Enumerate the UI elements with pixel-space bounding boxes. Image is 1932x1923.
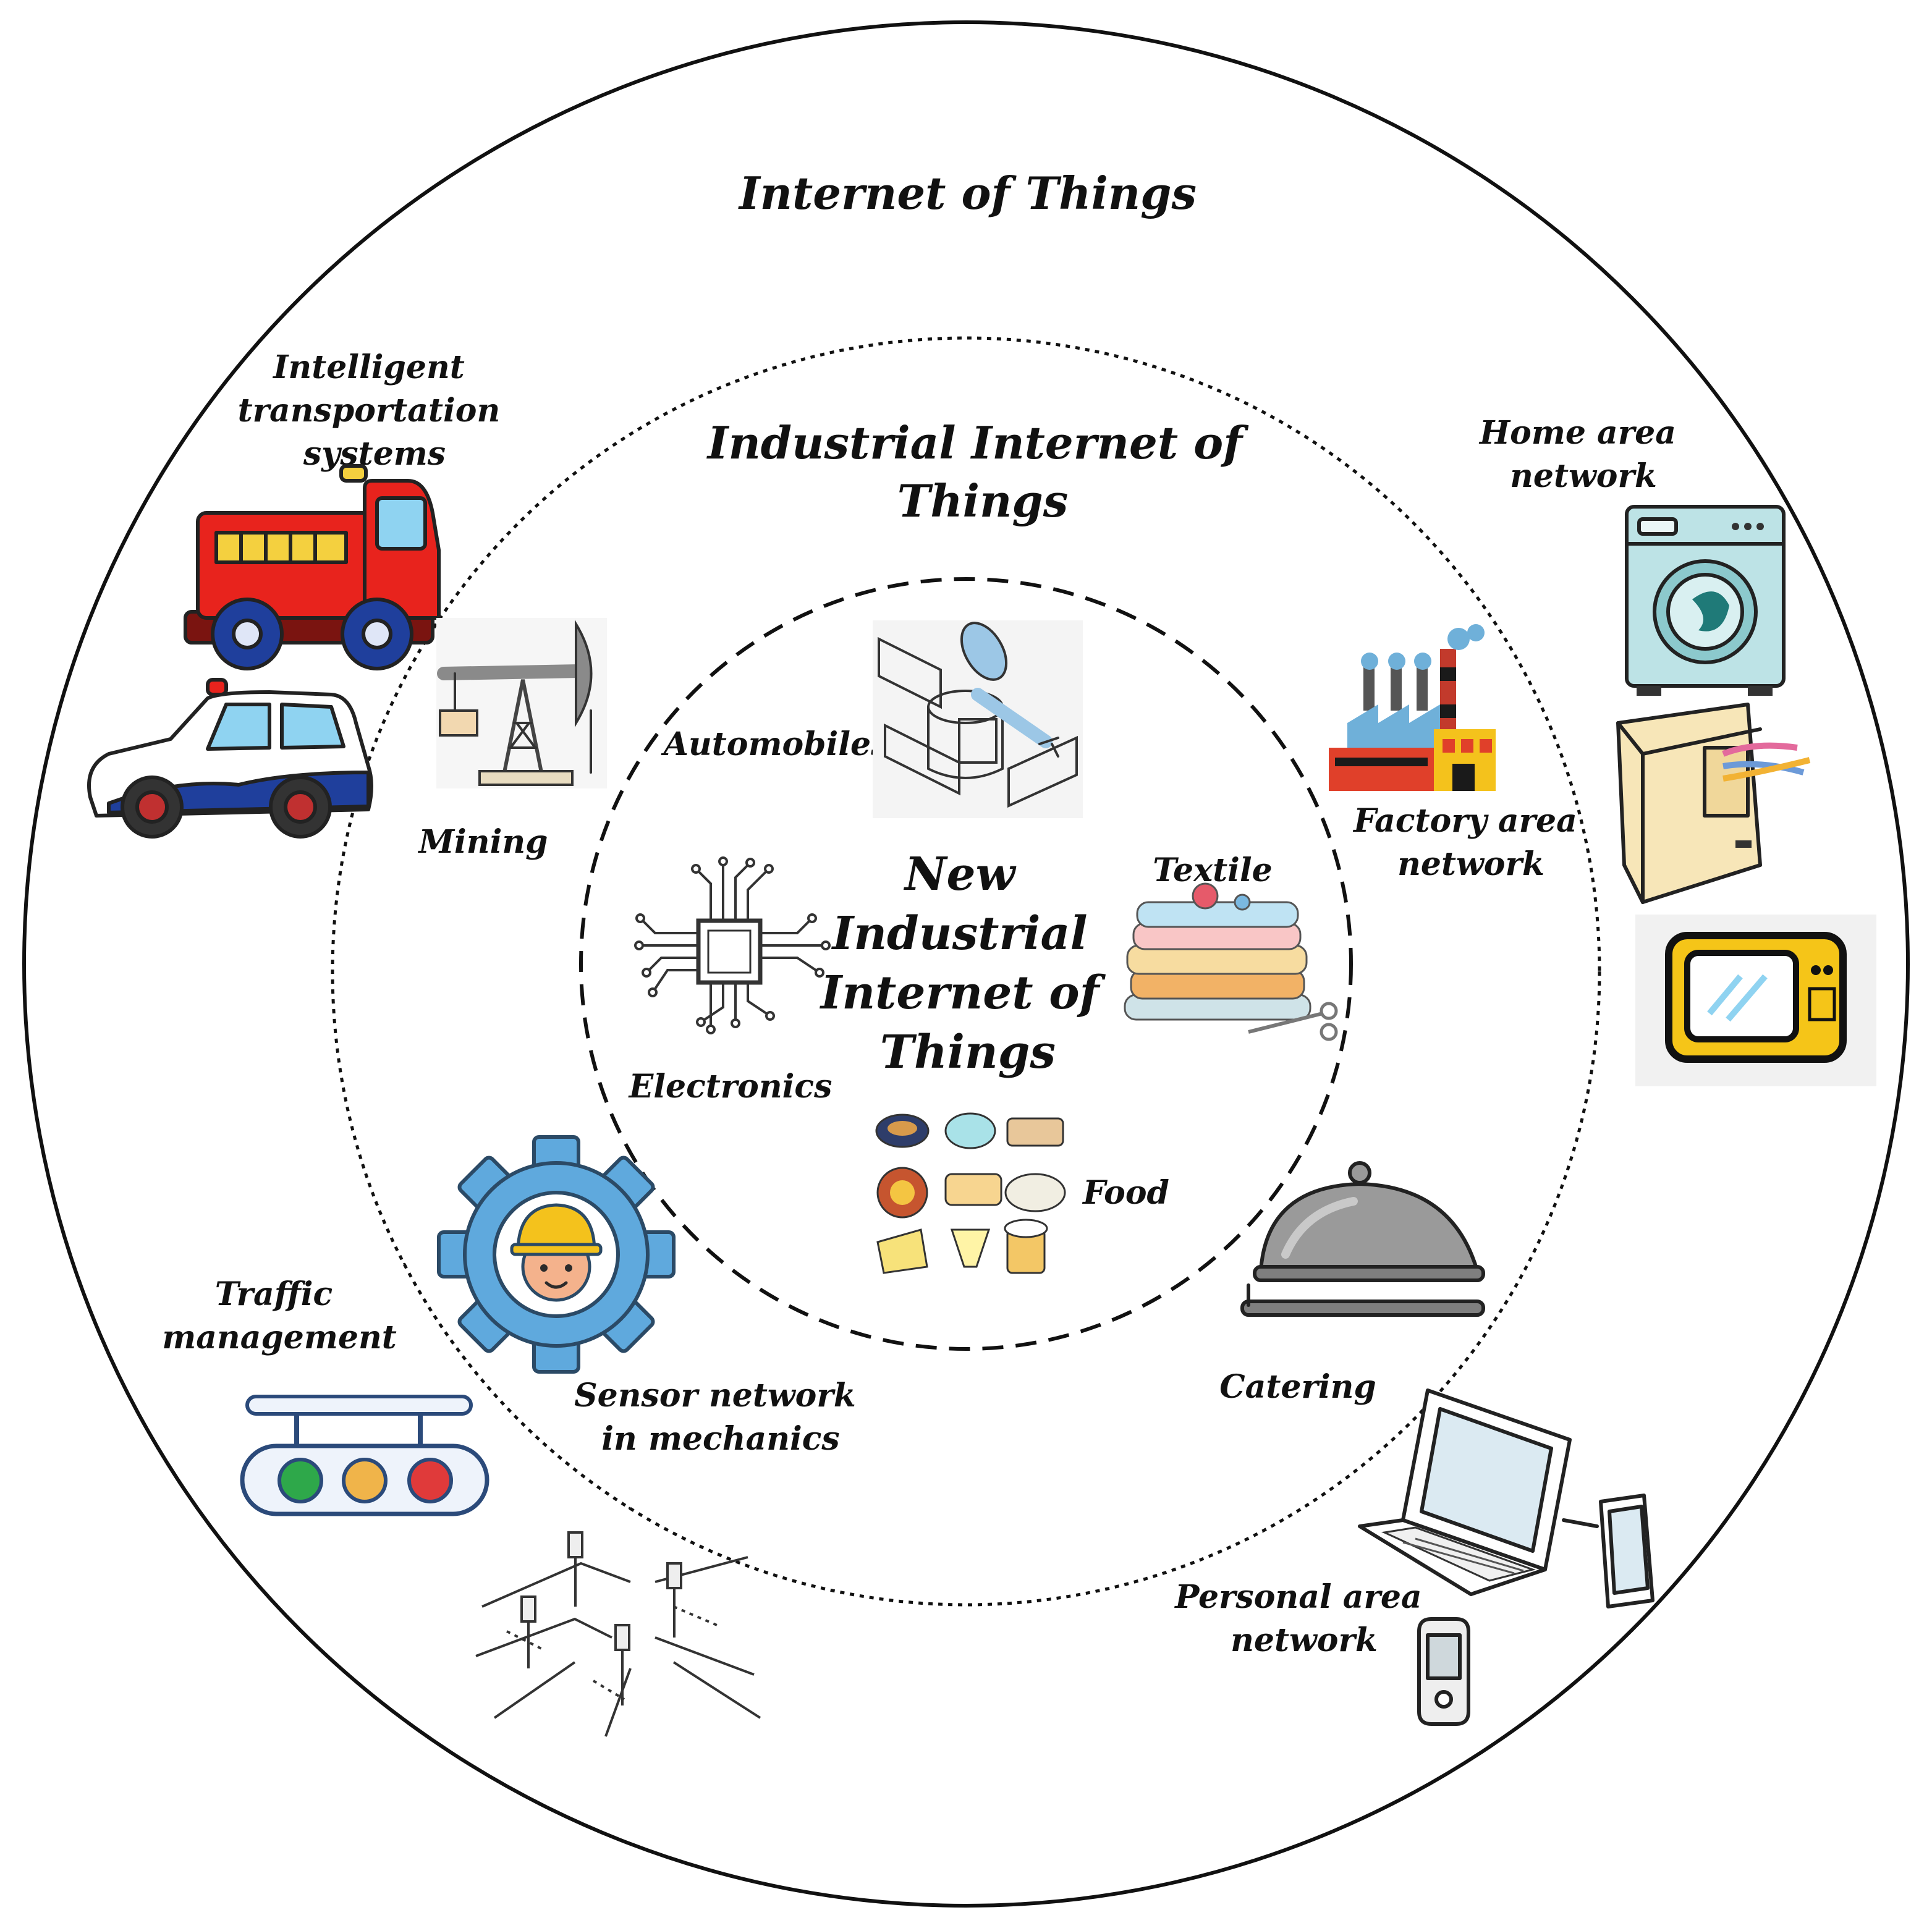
label-mining: Mining — [417, 823, 548, 861]
label-electronics: Electronics — [628, 1068, 833, 1105]
intersection-sketch-icon — [475, 1531, 761, 1737]
its-line-1: Intelligent — [272, 349, 465, 386]
label-factory-area-network: Factory area network — [1352, 802, 1588, 883]
label-sensor-network: Sensor network in mechanics — [574, 1377, 867, 1458]
laptop-icon — [1358, 1388, 1572, 1596]
outer-ring — [22, 20, 1910, 1908]
cloche-icon — [1240, 1161, 1485, 1317]
inner-ring-title-line-2: Industrial — [831, 907, 1088, 960]
label-personal-area-network: Personal area network — [1174, 1578, 1433, 1659]
fire-truck-icon — [184, 464, 441, 670]
label-home-area-network: Home area network — [1478, 414, 1687, 495]
label-traffic-management: Traffic management — [162, 1275, 397, 1356]
worker-gear-icon — [437, 1135, 676, 1374]
food-dishes-icon — [875, 1112, 1066, 1274]
outer-ring-title: Internet of Things — [738, 167, 1197, 219]
traffic-light-icon — [240, 1395, 489, 1516]
inner-ring — [579, 577, 1353, 1351]
middle-ring-title-line-2: Things — [897, 475, 1069, 527]
textile-stack-icon — [1124, 882, 1338, 1041]
middle-ring — [331, 336, 1601, 1607]
label-catering: Catering — [1219, 1368, 1376, 1406]
robot-arm-icon — [873, 620, 1083, 818]
tv-icon — [1635, 915, 1876, 1086]
personal-line-2: network — [1231, 1621, 1378, 1659]
factory-line-1: Factory area — [1352, 802, 1577, 840]
washing-machine-icon — [1625, 505, 1786, 696]
inner-ring-title: New Industrial Internet of Things — [820, 848, 1115, 1079]
police-car-icon — [87, 678, 373, 839]
label-automobiles: Automobiles — [661, 725, 889, 763]
its-line-3: systems — [303, 435, 446, 473]
inner-ring-title-line-1: New — [904, 848, 1017, 901]
phone-icon — [1417, 1617, 1470, 1726]
middle-ring-title: Industrial Internet of Things — [706, 416, 1258, 527]
label-food: Food — [1082, 1174, 1169, 1212]
label-intelligent-transportation: Intelligent transportation systems — [238, 349, 512, 473]
personal-line-1: Personal area — [1174, 1578, 1421, 1616]
factory-line-2: network — [1397, 845, 1544, 883]
factory-icon — [1329, 624, 1496, 791]
fridge-icon — [1616, 703, 1811, 904]
inner-ring-title-line-3: Internet of — [820, 966, 1106, 1020]
its-line-2: transportation — [238, 392, 501, 429]
home-line-1: Home area — [1478, 414, 1676, 452]
sensor-line-1: Sensor network — [574, 1377, 856, 1414]
traffic-line-1: Traffic — [215, 1275, 333, 1313]
tablet-icon — [1562, 1494, 1654, 1608]
pumpjack-icon — [436, 618, 607, 788]
inner-ring-title-line-4: Things — [880, 1026, 1056, 1079]
label-textile: Textile — [1153, 852, 1272, 889]
circuit-chip-icon — [634, 856, 831, 1034]
sensor-line-2: in mechanics — [601, 1420, 839, 1458]
traffic-line-2: management — [162, 1319, 397, 1356]
home-line-2: network — [1510, 457, 1657, 495]
middle-ring-title-line-1: Industrial Internet of — [706, 416, 1249, 469]
